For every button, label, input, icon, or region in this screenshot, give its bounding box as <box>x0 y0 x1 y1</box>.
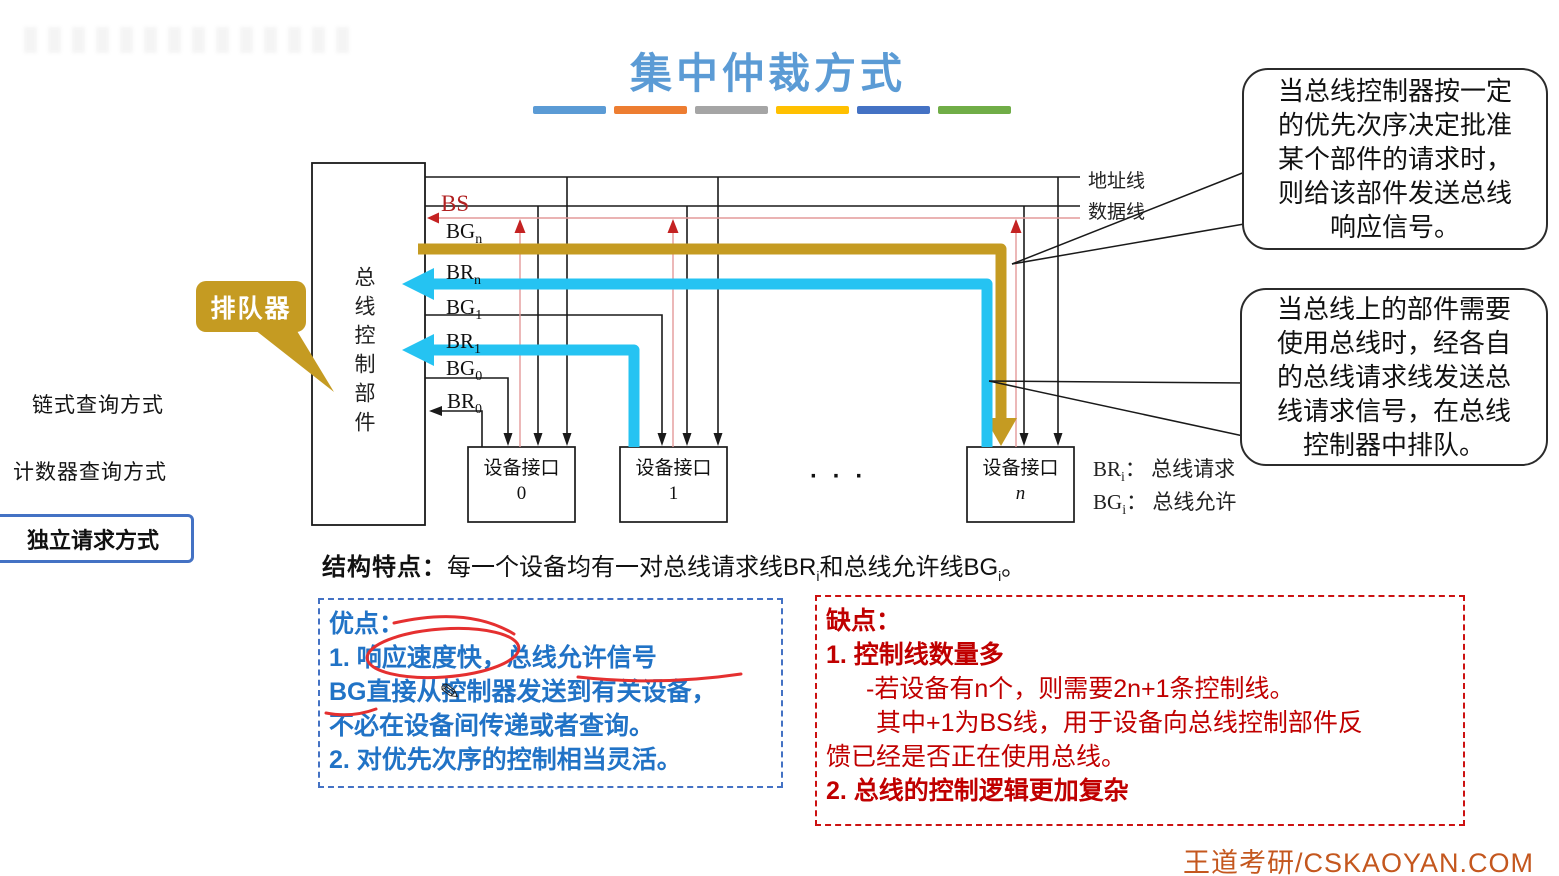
advantages-box: 优点： 1. 响应速度快，总线允许信号 BG直接从控制器发送到有关设备， 不必在… <box>318 598 783 788</box>
signal-label-bgn: BGn <box>446 219 483 248</box>
device-ellipsis: · · · <box>810 463 868 490</box>
bar-yellow <box>776 106 849 114</box>
watermark-smudge <box>24 27 356 53</box>
device-interface-1: 设备接口 1 <box>620 456 727 506</box>
controller-label: 总线控制部件 <box>352 266 375 440</box>
disadvantages-line: -若设备有n个，则需要2n+1条控制线。 <box>866 675 1295 703</box>
disadvantages-heading: 缺点： <box>826 607 902 635</box>
sidebar-item-independent-request: 独立请求方式 <box>0 514 194 563</box>
bar-green <box>938 106 1011 114</box>
bs-arrowheads <box>427 212 1022 233</box>
data-line-label: 数据线 <box>1088 202 1146 223</box>
signal-label-br1: BR1 <box>446 329 482 358</box>
address-data-control-lines <box>425 176 1080 447</box>
decorative-color-bars <box>533 106 1011 114</box>
advantages-line: BG直接从控制器发送到有关设备， <box>329 678 717 706</box>
pencil-cursor-icon: ✎ <box>438 677 462 708</box>
advantages-line: 1. 响应速度快，总线允许信号 <box>329 644 657 672</box>
signal-label-bg1: BG1 <box>446 295 483 324</box>
device-interface-0: 设备接口 0 <box>468 456 575 506</box>
callout-request-explanation: 当总线上的部件需要 使用总线时，经各自 的总线请求线发送总 线请求信号，在总线 … <box>1240 288 1548 466</box>
bus-request-highlight-arrows <box>402 268 993 447</box>
queue-callout-tail <box>250 326 334 392</box>
advantages-line: 不必在设备间传递或者查询。 <box>329 712 655 740</box>
device-boxes <box>467 446 1075 523</box>
device-index: 1 <box>668 483 679 504</box>
disadvantages-line: 1. 控制线数量多 <box>826 641 1004 669</box>
bar-darkblue <box>857 106 930 114</box>
sidebar-item-label: 独立请求方式 <box>26 527 159 553</box>
footer-brand: 王道考研/CSKAOYAN.COM <box>1183 848 1535 876</box>
signal-label-bg0: BG0 <box>446 356 483 385</box>
disadvantages-box: 缺点： 1. 控制线数量多 -若设备有n个，则需要2n+1条控制线。 其中+1为… <box>815 595 1465 826</box>
queue-callout: 排队器 <box>196 281 306 332</box>
structure-note-label: 结构特点： <box>322 554 447 581</box>
callout-pointer-lines <box>988 169 1251 438</box>
legend-br: BRi： 总线请求 <box>1093 457 1236 486</box>
structure-note: 结构特点：每一个设备均有一对总线请求线BRi和总线允许线BGi。 <box>322 554 1026 584</box>
disadvantages-line: 2. 总线的控制逻辑更加复杂 <box>826 777 1129 805</box>
bs-busy-lines <box>429 217 1080 447</box>
signal-label-br0: BR0 <box>447 389 483 418</box>
advantages-line: 2. 对优先次序的控制相当灵活。 <box>329 746 682 774</box>
callout-grant-explanation: 当总线控制器按一定 的优先次序决定批准 某个部件的请求时， 则给该部件发送总线 … <box>1242 68 1548 250</box>
device-index: n <box>1015 483 1026 504</box>
bs-line-label: BS <box>441 191 470 216</box>
bar-gray <box>695 106 768 114</box>
callout-text: 当总线上的部件需要 使用总线时，经各自 的总线请求线发送总 线请求信号，在总线 … <box>1276 294 1511 460</box>
queue-callout-label: 排队器 <box>210 294 292 323</box>
black-arrowheads <box>429 406 1063 446</box>
device-title: 设备接口 <box>483 458 560 479</box>
device-title: 设备接口 <box>635 458 712 479</box>
sidebar-item-counter-query: 计数器查询方式 <box>13 461 167 484</box>
signal-label-brn: BRn <box>446 260 482 289</box>
address-line-label: 地址线 <box>1088 171 1146 192</box>
bar-orange <box>614 106 687 114</box>
bar-blue <box>533 106 606 114</box>
page-title: 集中仲裁方式 <box>629 50 906 97</box>
bus-grant-highlight-arrow <box>418 243 1017 446</box>
sidebar-item-chained-query: 链式查询方式 <box>32 394 164 417</box>
device-title: 设备接口 <box>982 458 1059 479</box>
signal-legend: BRi： 总线请求 BGi： 总线允许 <box>1093 457 1236 523</box>
controller-box <box>311 162 426 526</box>
device-interface-n: 设备接口 n <box>967 456 1074 506</box>
advantages-heading: 优点： <box>329 610 405 638</box>
disadvantages-line: 其中+1为BS线，用于设备向总线控制部件反 <box>876 709 1363 737</box>
disadvantages-line: 馈已经是否正在使用总线。 <box>826 743 1127 771</box>
callout-text: 当总线控制器按一定 的优先次序决定批准 某个部件的请求时， 则给该部件发送总线 … <box>1277 76 1512 242</box>
device-index: 0 <box>516 483 527 504</box>
legend-bg: BGi： 总线允许 <box>1093 490 1237 519</box>
